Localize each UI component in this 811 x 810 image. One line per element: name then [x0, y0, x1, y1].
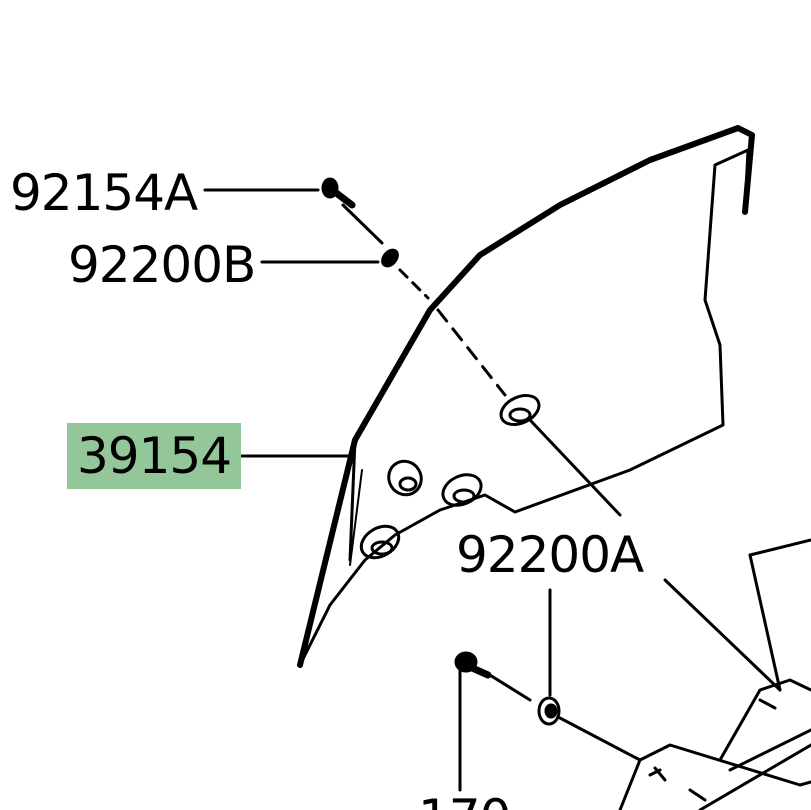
- part-label-92154A[interactable]: 92154A: [10, 164, 198, 222]
- grommets: [359, 393, 541, 560]
- part-label-39154-highlighted[interactable]: 39154: [67, 423, 242, 489]
- fairing-bracket: [618, 678, 811, 810]
- washer-92200B: [381, 248, 399, 268]
- washer-bottom: [537, 696, 561, 726]
- bolt-bottom: [454, 651, 492, 679]
- screw-92154A: [321, 177, 356, 209]
- part-label-92200A[interactable]: 92200A: [456, 526, 644, 584]
- leader-lines: [203, 188, 811, 792]
- part-label-92200B[interactable]: 92200B: [68, 236, 256, 294]
- part-label-170-partial[interactable]: 170: [418, 793, 511, 810]
